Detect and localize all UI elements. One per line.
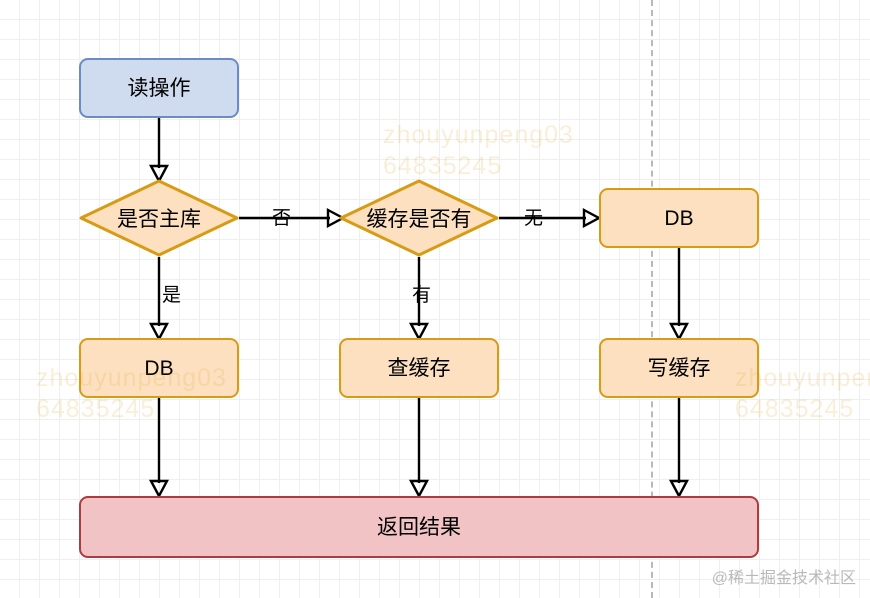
edge-label-has: 有 [412, 285, 432, 306]
node-read-operation[interactable]: 读操作 [79, 58, 239, 118]
node-cache-exists-decision[interactable]: 缓存是否有 [339, 179, 499, 257]
node-db-left[interactable]: DB [79, 338, 239, 398]
node-write-cache[interactable]: 写缓存 [599, 338, 759, 398]
edge-label-none: 无 [524, 208, 544, 229]
node-is-primary-db-decision[interactable]: 是否主库 [79, 179, 239, 257]
node-read-cache[interactable]: 查缓存 [339, 338, 499, 398]
edge-label-no: 否 [272, 208, 292, 229]
vertical-dashed-divider [651, 0, 653, 598]
node-cache-exists-label: 缓存是否有 [366, 208, 472, 231]
node-is-primary-db-label: 是否主库 [117, 208, 201, 231]
brand-watermark: @稀土掘金技术社区 [711, 570, 856, 587]
node-return-result[interactable]: 返回结果 [79, 496, 759, 558]
node-db-right[interactable]: DB [599, 188, 759, 248]
edge-label-yes: 是 [162, 285, 182, 306]
